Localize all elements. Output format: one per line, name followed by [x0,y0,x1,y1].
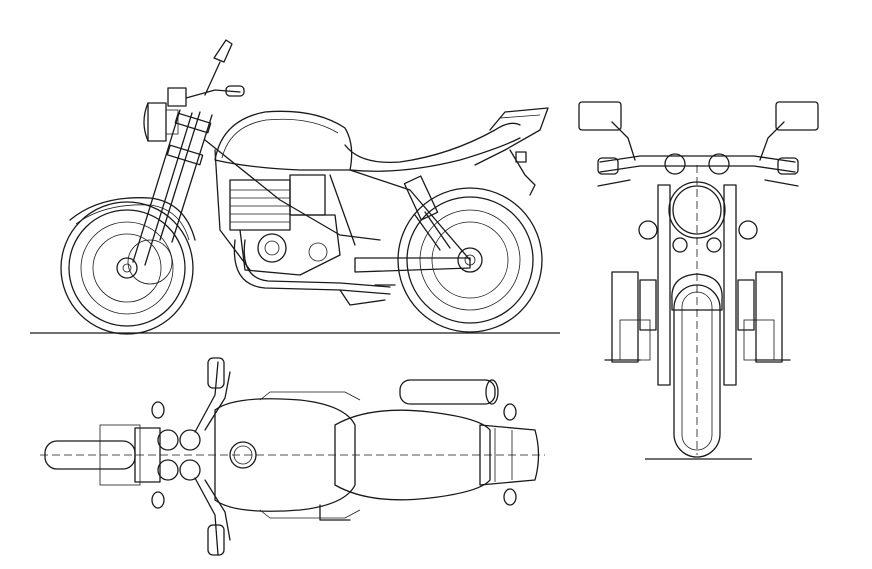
instrument-cluster [167,87,187,107]
front-wheel [60,201,194,335]
top-handlebar [194,357,231,556]
top-rear-left-indicator [503,403,517,421]
rear-fender [509,149,536,196]
right-indicator [738,220,758,240]
left-lamp [672,237,688,253]
front-fender [69,197,196,241]
right-mirror [775,101,819,131]
left-mirror [578,101,622,131]
right-lamp [706,237,722,253]
engine-front [604,271,791,363]
side-stand [339,289,386,306]
front-fender-front-view [671,273,723,311]
muffler [399,379,496,405]
top-tail-section [479,424,540,486]
engine [229,174,341,276]
frame [204,139,471,271]
tail-light [515,151,527,163]
front-fork-tubes [657,184,737,386]
fuel-tank [214,110,353,171]
exhaust-pipe [233,239,391,295]
side-view [30,39,560,335]
handlebar [185,39,245,99]
side-mirror [213,39,233,63]
top-rear-right-indicator [503,488,517,506]
tail-cowl [474,107,549,166]
front-view [578,101,819,460]
fuel-cap [229,441,257,469]
swingarm [354,257,471,273]
seat [344,122,521,164]
top-right-indicator [151,491,165,509]
top-view [40,357,545,556]
front-handlebar [597,155,799,187]
top-fuel-tank [214,398,356,512]
top-seat [334,409,491,501]
speedometer [664,153,686,175]
rear-shock [403,175,451,251]
front-headlight [668,181,726,239]
top-left-indicator [151,401,165,419]
headlight [143,102,179,142]
front-tire [673,284,721,458]
left-indicator [638,220,658,240]
top-fork-crown [99,424,141,486]
front-forks [132,109,213,266]
rear-wheel [397,187,543,333]
tachometer [708,153,730,175]
